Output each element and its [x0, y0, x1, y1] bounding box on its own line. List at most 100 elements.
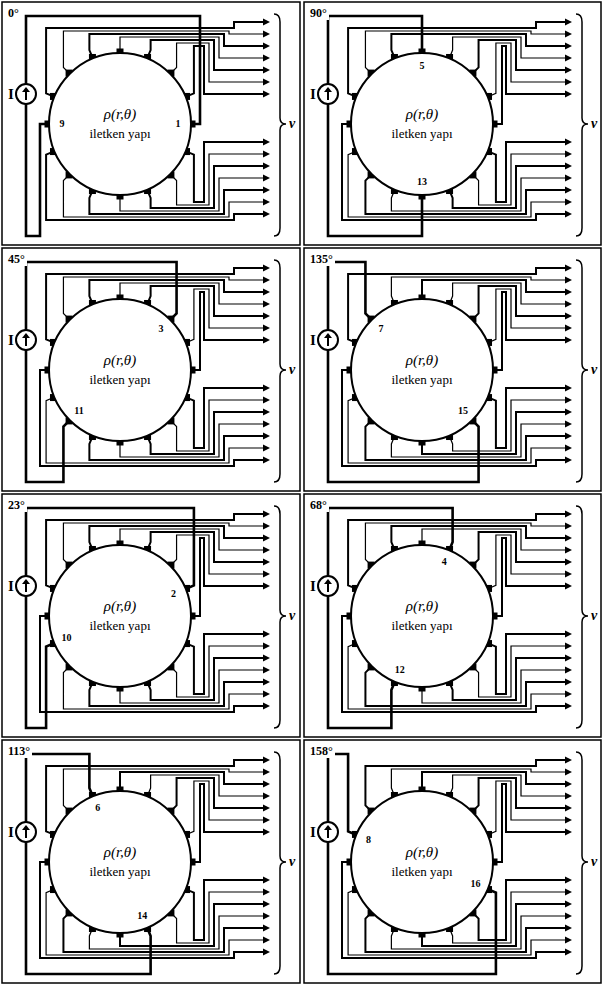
source-arrow-head	[22, 87, 30, 92]
resistivity-symbol: ρ(r,θ)	[406, 844, 438, 861]
source-arrow-head	[22, 825, 30, 830]
arrow-head	[263, 151, 270, 158]
measurement-wire	[187, 880, 268, 940]
arrow-head	[565, 793, 572, 800]
arrow-head	[263, 937, 270, 944]
arrow-head	[565, 703, 572, 710]
arrow-head	[565, 409, 572, 416]
arrow-head	[565, 949, 572, 956]
bracket	[576, 506, 588, 728]
resistivity-symbol: ρ(r,θ)	[104, 844, 136, 861]
electrode-number: 6	[94, 803, 101, 813]
angle-label: 158°	[308, 744, 335, 758]
angle-label: 135°	[308, 252, 335, 266]
current-wire	[328, 262, 371, 330]
electrode-number: 10	[60, 633, 72, 643]
current-label: I	[7, 87, 15, 102]
conductor-circle: ρ(r,θ)iletken yapı	[350, 790, 494, 934]
source-arrow-head	[22, 579, 30, 584]
panel-border	[2, 2, 300, 245]
arrow-head	[263, 817, 270, 824]
arrow-head	[565, 523, 572, 530]
arrow-head	[263, 163, 270, 170]
source-arrow-head	[22, 333, 30, 338]
current-source	[16, 822, 36, 842]
arrow-head	[263, 877, 270, 884]
electrode-number: 11	[73, 406, 84, 416]
measurement-wire	[489, 142, 570, 202]
arrow-head	[565, 397, 572, 404]
arrow-head	[565, 385, 572, 392]
arrow-head	[565, 163, 572, 170]
panel	[2, 2, 300, 245]
arrow-head	[565, 817, 572, 824]
source-arrow	[25, 583, 27, 592]
bracket	[576, 260, 588, 482]
arrow-head	[565, 631, 572, 638]
measurement-wire	[148, 775, 268, 796]
electrode-number: 3	[158, 324, 165, 334]
arrow-head	[263, 433, 270, 440]
conductor-circle: ρ(r,θ)iletken yapı	[350, 52, 494, 196]
arrow-head	[565, 655, 572, 662]
electrode-number: 4	[441, 557, 448, 567]
arrow-head	[565, 571, 572, 578]
measurement-wire	[187, 388, 268, 448]
arrow-head	[565, 433, 572, 440]
conductor-circle: ρ(r,θ)iletken yapı	[48, 52, 192, 196]
arrow-head	[263, 523, 270, 530]
arrow-head	[565, 691, 572, 698]
resistivity-symbol: ρ(r,θ)	[104, 106, 136, 123]
arrow-head	[263, 631, 270, 638]
arrow-head	[565, 937, 572, 944]
electrode-number: 12	[394, 665, 406, 675]
source-arrow-head	[324, 333, 332, 338]
arrow-head	[263, 289, 270, 296]
panel-border	[304, 740, 601, 983]
source-arrow	[327, 337, 329, 346]
panel-border	[304, 2, 601, 245]
current-source	[16, 84, 36, 104]
arrow-head	[565, 55, 572, 62]
bracket	[576, 14, 588, 236]
arrow-head	[263, 949, 270, 956]
bracket	[274, 260, 286, 482]
measurement-wire	[422, 772, 570, 790]
arrow-head	[263, 805, 270, 812]
arrow-head	[263, 583, 270, 590]
current-label: I	[7, 579, 15, 594]
panel	[304, 2, 601, 245]
arrow-head	[565, 511, 572, 518]
conductor-circle: ρ(r,θ)iletken yapı	[350, 298, 494, 442]
current-source	[318, 576, 338, 596]
electrode-number: 13	[416, 177, 428, 187]
arrow-head	[565, 301, 572, 308]
arrow-head	[565, 313, 572, 320]
measurement-wire	[489, 388, 570, 448]
arrow-head	[565, 829, 572, 836]
electrode-number: 14	[136, 911, 148, 921]
electrode-number: 2	[170, 589, 177, 599]
measurement-wire	[450, 775, 570, 796]
measurement-wire	[148, 532, 268, 562]
arrow-head	[263, 901, 270, 908]
arrow-head	[263, 301, 270, 308]
measurement-wire	[450, 37, 570, 58]
resistivity-symbol: ρ(r,θ)	[104, 598, 136, 615]
panel	[2, 740, 300, 983]
angle-label: 68°	[308, 498, 329, 512]
arrow-head	[263, 421, 270, 428]
arrow-head	[565, 277, 572, 284]
arrow-head	[263, 559, 270, 566]
conductor-circle: ρ(r,θ)iletken yapı	[48, 544, 192, 688]
bracket	[274, 752, 286, 974]
arrow-head	[565, 187, 572, 194]
conductor-caption: iletken yapı	[89, 373, 151, 388]
arrow-head	[263, 265, 270, 272]
conductor-circle: ρ(r,θ)iletken yapı	[350, 544, 494, 688]
arrow-head	[263, 925, 270, 932]
angle-label: 23°	[6, 498, 27, 512]
panel	[304, 494, 601, 737]
conductor-caption: iletken yapı	[391, 373, 453, 388]
